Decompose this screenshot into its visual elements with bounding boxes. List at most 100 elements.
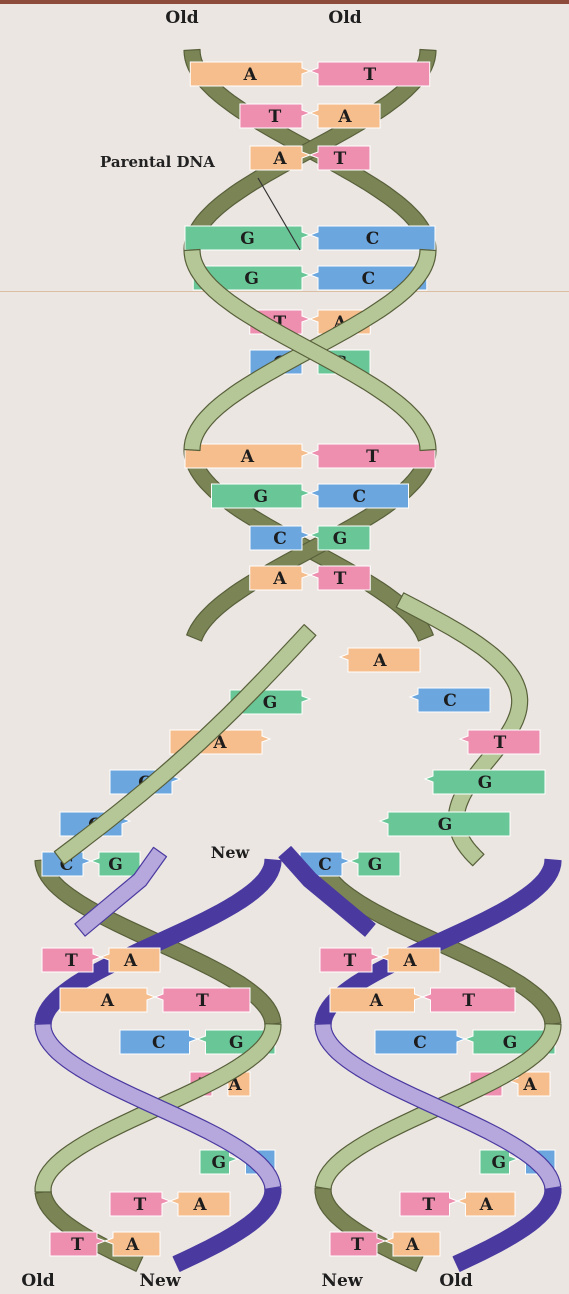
left-daughter-pair-0-right: A <box>101 948 160 972</box>
label-old-bottom-4: Old <box>439 1271 472 1291</box>
base-letter-A: A <box>243 65 258 85</box>
base-letter-T: T <box>334 149 347 169</box>
base-letter-A: A <box>402 951 417 971</box>
base-letter-C: C <box>443 691 457 711</box>
base-letter-A: A <box>100 991 115 1011</box>
label-old-top-right: Old <box>328 8 361 28</box>
parental-pair-8-left: G <box>211 484 310 508</box>
left-daughter-pair-5-right: A <box>170 1192 230 1216</box>
base-pairs: ATTAATGCGCTACGATGCCGATGACCACTGGCGCGTAATC… <box>42 62 555 1256</box>
base-letter-T: T <box>462 991 475 1011</box>
base-letter-G: G <box>263 693 278 713</box>
parental-pair-7-right: T <box>310 444 435 468</box>
base-letter-C: C <box>413 1033 427 1053</box>
old-strand-left-fork <box>54 625 316 865</box>
fork-pair-left-right: G <box>91 852 140 876</box>
base-letter-G: G <box>253 487 268 507</box>
base-letter-A: A <box>272 149 287 169</box>
base-letter-T: T <box>344 951 357 971</box>
fork-right-base-2: T <box>460 730 540 754</box>
right-daughter-pair-6-right: A <box>385 1232 440 1256</box>
parental-pair-9-left: C <box>250 526 310 550</box>
base-letter-C: C <box>318 855 332 875</box>
right-daughter-pair-6-left: T <box>330 1232 385 1256</box>
base-letter-T: T <box>65 951 78 971</box>
base-letter-A: A <box>405 1235 420 1255</box>
parental-pair-3-right: C <box>310 226 435 250</box>
right-daughter-pair-5-left: T <box>400 1192 458 1216</box>
label-parental-dna: Parental DNA <box>100 153 215 171</box>
fork-right-base-3: G <box>425 770 545 794</box>
base-letter-T: T <box>351 1235 364 1255</box>
right-daughter-pair-1-left: A <box>330 988 423 1012</box>
base-letter-T: T <box>134 1195 147 1215</box>
right-daughter-pair-0-left: T <box>320 948 380 972</box>
parental-pair-3-left: G <box>185 226 310 250</box>
base-letter-G: G <box>368 855 383 875</box>
parental-pair-2-left: A <box>250 146 310 170</box>
left-daughter-pair-2-left: C <box>120 1030 198 1054</box>
fork-right-base-4: G <box>380 812 510 836</box>
left-daughter-pair-6-right: A <box>105 1232 160 1256</box>
parental-pair-2-right: T <box>310 146 370 170</box>
base-letter-C: C <box>152 1033 166 1053</box>
base-letter-C: C <box>366 229 380 249</box>
base-letter-A: A <box>240 447 255 467</box>
base-letter-C: C <box>352 487 366 507</box>
base-letter-G: G <box>108 855 123 875</box>
base-letter-G: G <box>478 773 493 793</box>
base-letter-G: G <box>491 1153 506 1173</box>
base-letter-C: C <box>362 269 376 289</box>
base-letter-T: T <box>366 447 379 467</box>
right-daughter-pair-2-left: C <box>375 1030 465 1054</box>
base-letter-G: G <box>503 1033 518 1053</box>
base-letter-T: T <box>196 991 209 1011</box>
base-letter-A: A <box>372 651 387 671</box>
fork-right-base-1: C <box>410 688 490 712</box>
label-old-top-left: Old <box>165 8 198 28</box>
left-daughter-pair-0-left: T <box>42 948 101 972</box>
parental-pair-0-left: A <box>190 62 310 86</box>
parental-pair-9-right: G <box>310 526 370 550</box>
base-letter-C: C <box>273 529 287 549</box>
base-letter-G: G <box>240 229 255 249</box>
parental-pair-8-right: C <box>310 484 409 508</box>
fork-pair-right-right: G <box>350 852 400 876</box>
parental-pair-1-left: T <box>240 104 310 128</box>
left-daughter-pair-1-right: T <box>155 988 250 1012</box>
parental-pair-7-left: A <box>185 444 310 468</box>
base-letter-A: A <box>337 107 352 127</box>
base-letter-A: A <box>192 1195 207 1215</box>
parental-pair-0-right: T <box>310 62 430 86</box>
base-letter-A: A <box>369 991 384 1011</box>
label-new-bottom-2: New <box>140 1271 181 1291</box>
label-new-middle: New <box>211 843 250 862</box>
fork-right-base-0: A <box>340 648 420 672</box>
base-letter-T: T <box>494 733 507 753</box>
left-daughter-pair-1-left: A <box>60 988 155 1012</box>
base-letter-G: G <box>211 1153 226 1173</box>
right-daughter-pair-5-right: A <box>458 1192 516 1216</box>
base-letter-A: A <box>125 1235 140 1255</box>
base-letter-G: G <box>244 269 259 289</box>
parental-pair-1-right: A <box>310 104 380 128</box>
base-letter-T: T <box>334 569 347 589</box>
label-new-bottom-3: New <box>322 1271 363 1291</box>
base-letter-T: T <box>71 1235 84 1255</box>
left-daughter-pair-5-left: T <box>110 1192 170 1216</box>
base-letter-T: T <box>364 65 377 85</box>
right-daughter-pair-0-right: A <box>380 948 440 972</box>
base-letter-T: T <box>269 107 282 127</box>
base-letter-G: G <box>438 815 453 835</box>
base-letter-G: G <box>229 1033 244 1053</box>
base-letter-A: A <box>479 1195 494 1215</box>
base-letter-T: T <box>422 1195 435 1215</box>
base-letter-A: A <box>522 1075 537 1095</box>
base-letter-A: A <box>123 951 138 971</box>
parental-pair-10-left: A <box>250 566 310 590</box>
base-letter-G: G <box>333 529 348 549</box>
label-old-bottom-1: Old <box>21 1271 54 1291</box>
left-daughter-pair-6-left: T <box>50 1232 105 1256</box>
right-daughter-pair-1-right: T <box>423 988 516 1012</box>
